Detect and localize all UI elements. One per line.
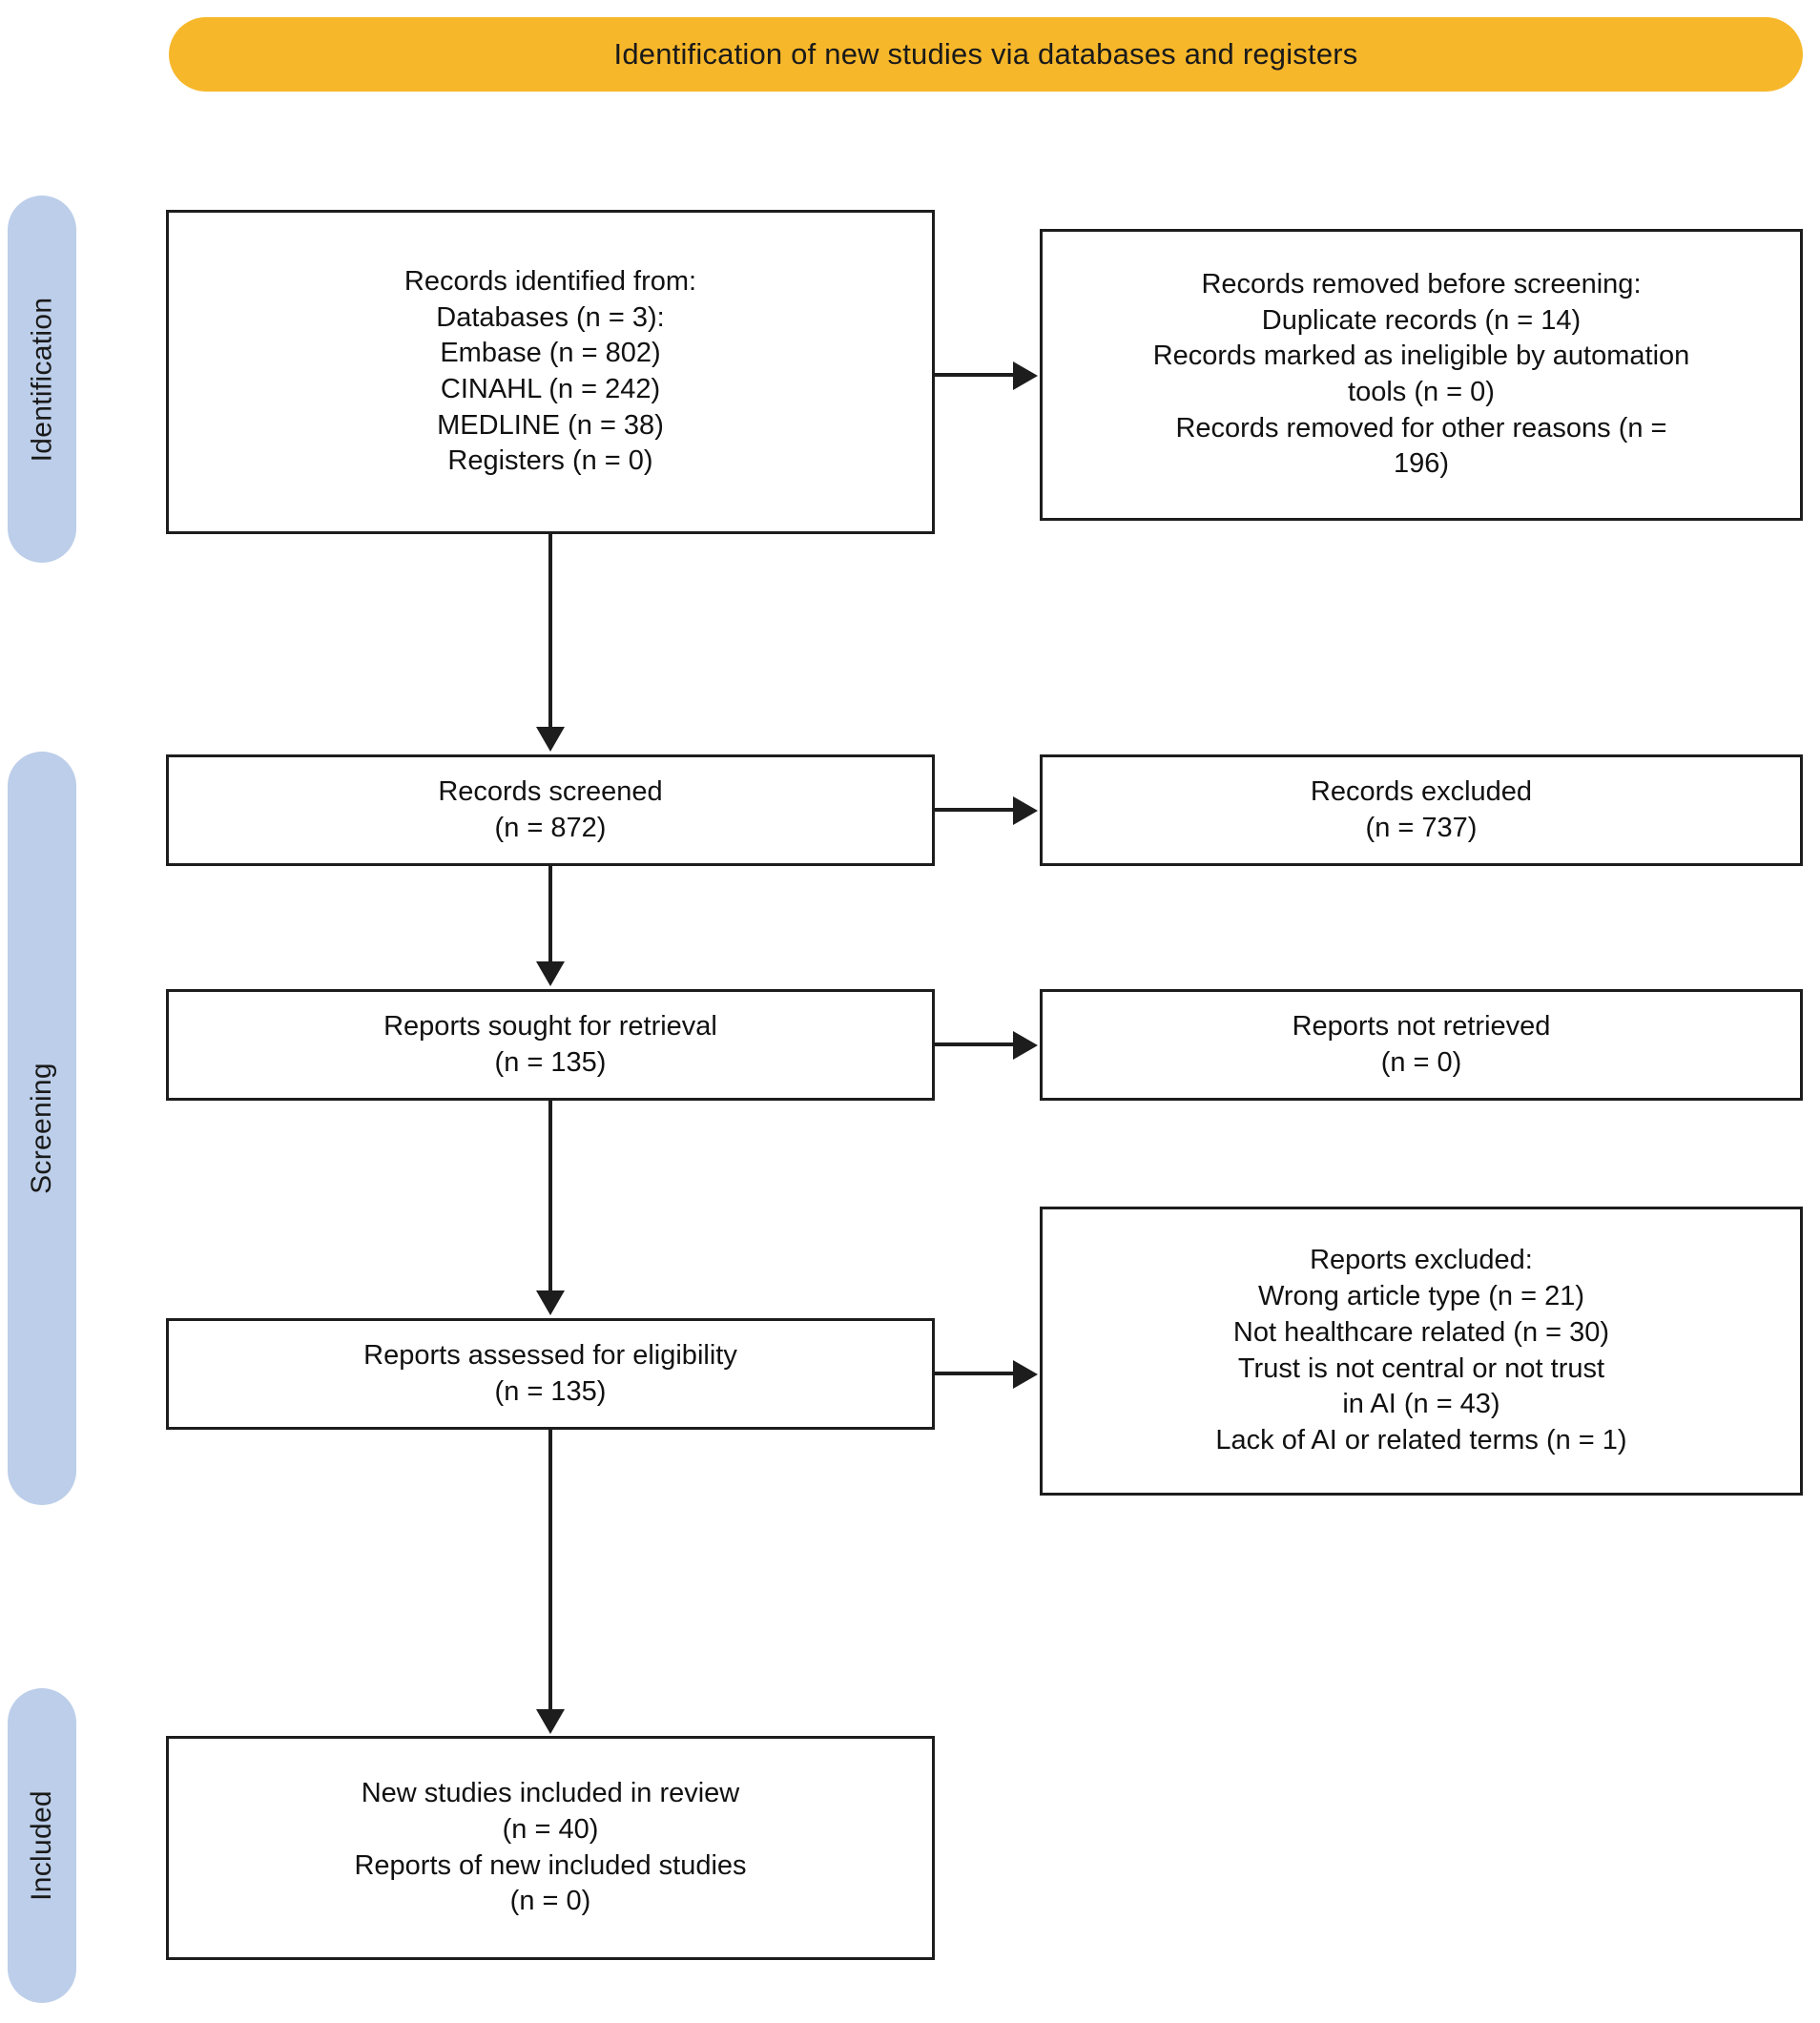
connector-sought-to-not-retrieved bbox=[935, 1042, 1017, 1046]
connector-assessed-to-included-arrowhead bbox=[536, 1709, 565, 1734]
box-reports-assessed-text: Reports assessed for eligibility (n = 13… bbox=[363, 1339, 737, 1407]
box-reports-sought: Reports sought for retrieval (n = 135) bbox=[166, 989, 935, 1101]
stage-tab-screening: Screening bbox=[8, 752, 76, 1505]
box-records-removed-text: Records removed before screening: Duplic… bbox=[1152, 268, 1690, 480]
stage-tab-included: Included bbox=[8, 1688, 76, 2003]
connector-screened-to-sought-arrowhead bbox=[536, 961, 565, 986]
box-records-identified-text: Records identified from: Databases (n = … bbox=[403, 265, 697, 477]
box-reports-excluded-text: Reports excluded: Wrong article type (n … bbox=[1215, 1245, 1627, 1455]
box-records-removed: Records removed before screening: Duplic… bbox=[1040, 229, 1803, 521]
connector-assessed-to-included bbox=[548, 1430, 552, 1712]
box-records-excluded: Records excluded (n = 737) bbox=[1040, 754, 1803, 866]
box-records-identified: Records identified from: Databases (n = … bbox=[166, 210, 935, 534]
stage-tab-screening-label: Screening bbox=[26, 1063, 58, 1194]
connector-identified-to-screened bbox=[548, 534, 552, 730]
box-new-studies-included-text: New studies included in review (n = 40) … bbox=[354, 1778, 747, 1917]
box-records-screened-text: Records screened (n = 872) bbox=[438, 775, 663, 843]
connector-sought-to-assessed bbox=[548, 1101, 552, 1293]
connector-screened-to-sought bbox=[548, 866, 552, 964]
box-records-screened: Records screened (n = 872) bbox=[166, 754, 935, 866]
connector-identified-to-removed bbox=[935, 373, 1017, 377]
stage-tab-included-label: Included bbox=[26, 1790, 58, 1901]
connector-identified-to-screened-arrowhead bbox=[536, 727, 565, 752]
connector-screened-to-excluded-arrowhead bbox=[1013, 796, 1038, 825]
box-reports-assessed: Reports assessed for eligibility (n = 13… bbox=[166, 1318, 935, 1430]
connector-assessed-to-reports-excluded bbox=[935, 1372, 1017, 1375]
connector-sought-to-not-retrieved-arrowhead bbox=[1013, 1031, 1038, 1060]
connector-identified-to-removed-arrowhead bbox=[1013, 361, 1038, 390]
connector-assessed-to-reports-excluded-arrowhead bbox=[1013, 1360, 1038, 1389]
page-title: Identification of new studies via databa… bbox=[613, 37, 1358, 71]
box-reports-not-retrieved-text: Reports not retrieved (n = 0) bbox=[1292, 1010, 1551, 1078]
box-reports-not-retrieved: Reports not retrieved (n = 0) bbox=[1040, 989, 1803, 1101]
stage-tab-identification: Identification bbox=[8, 196, 76, 563]
connector-sought-to-assessed-arrowhead bbox=[536, 1290, 565, 1315]
box-records-excluded-text: Records excluded (n = 737) bbox=[1310, 775, 1533, 843]
box-new-studies-included: New studies included in review (n = 40) … bbox=[166, 1736, 935, 1960]
diagram-header-banner: Identification of new studies via databa… bbox=[169, 17, 1803, 92]
connector-screened-to-excluded bbox=[935, 808, 1017, 812]
box-reports-sought-text: Reports sought for retrieval (n = 135) bbox=[383, 1010, 717, 1078]
box-reports-excluded: Reports excluded: Wrong article type (n … bbox=[1040, 1207, 1803, 1496]
stage-tab-identification-label: Identification bbox=[26, 297, 57, 462]
